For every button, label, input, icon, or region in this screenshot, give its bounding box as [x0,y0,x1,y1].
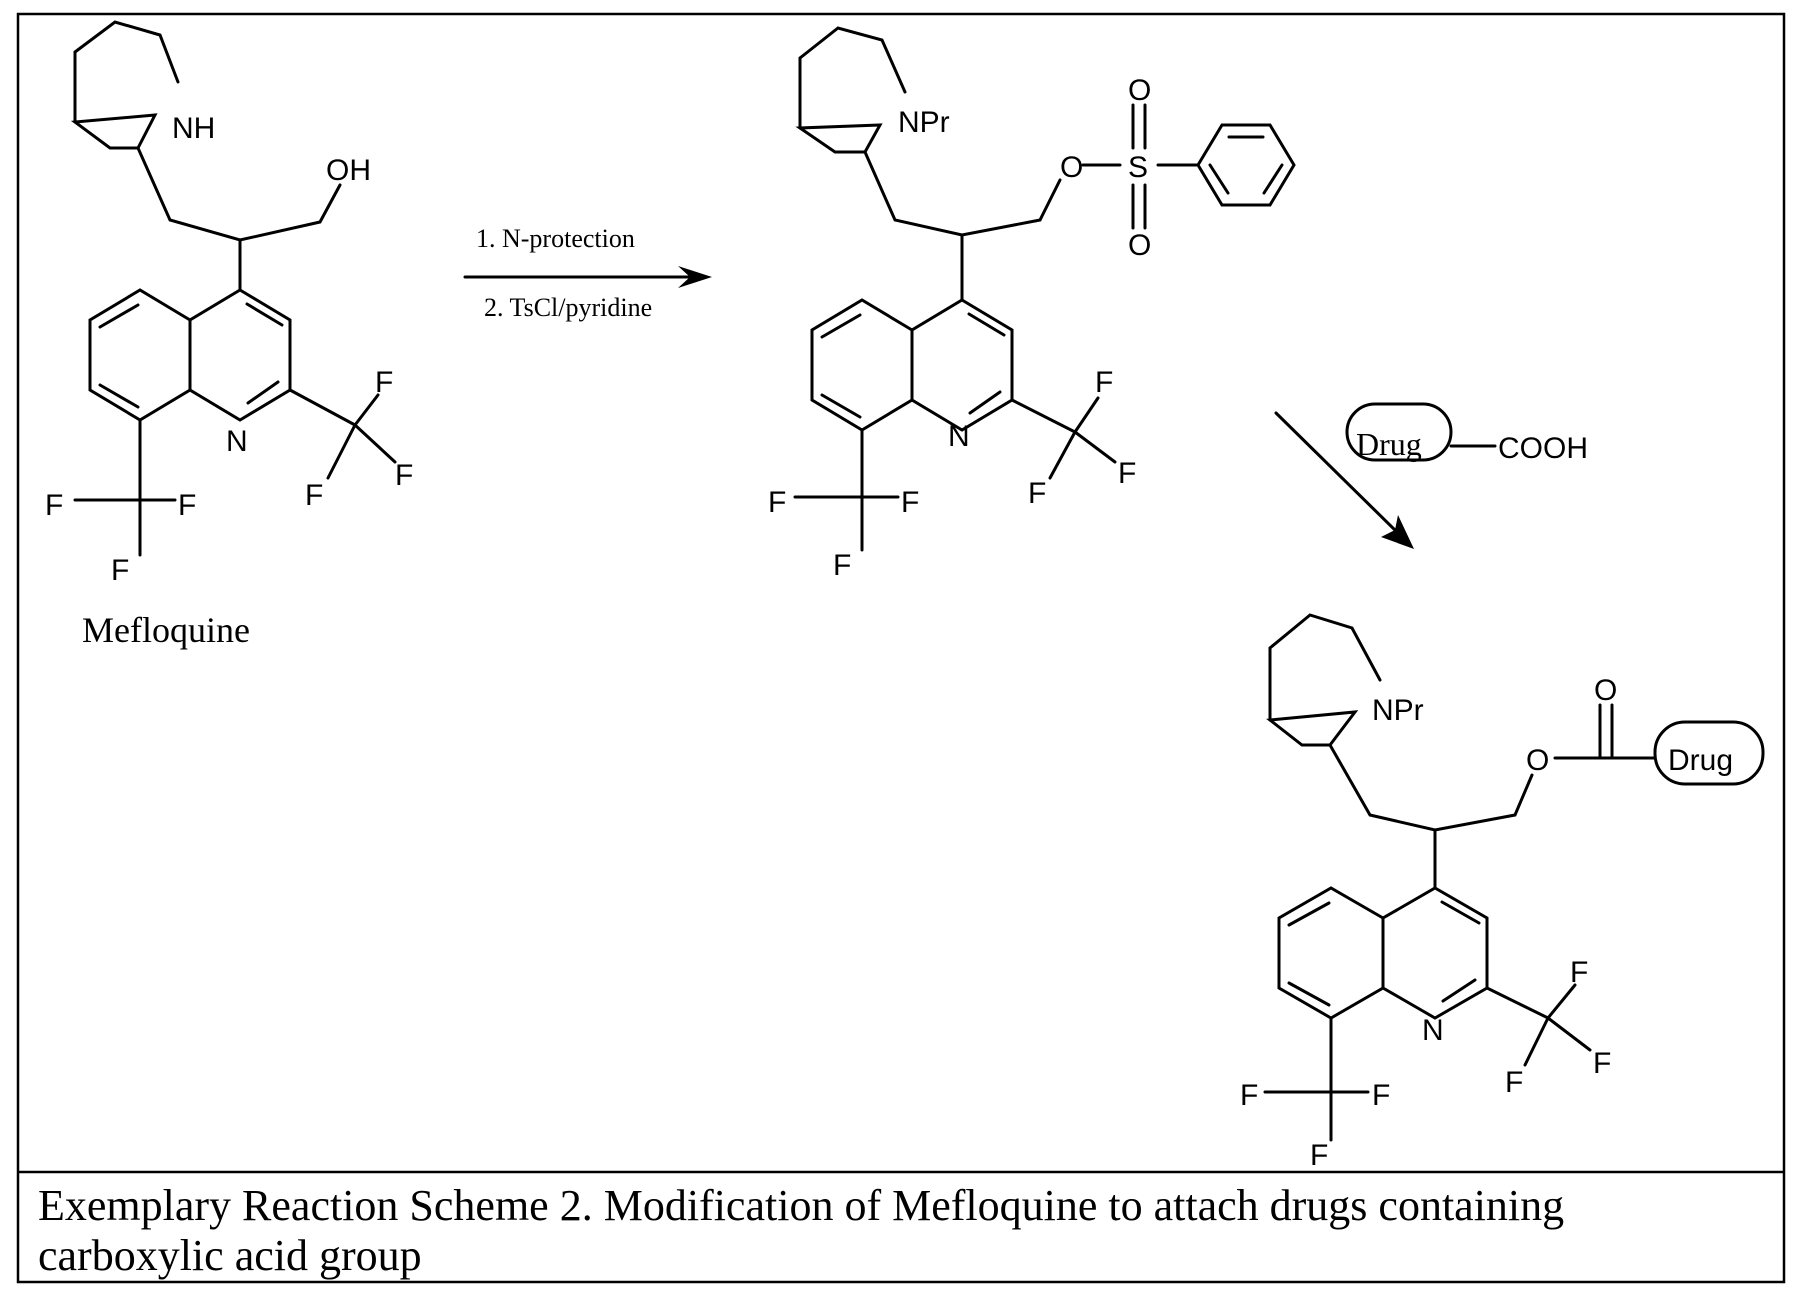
drug-acid-reagent: Drug COOH [1347,404,1588,465]
sulfonyl-o-label: O [1128,229,1151,262]
quinoline-n-label: N [226,425,248,458]
fluorine-label: F [1118,457,1136,490]
fluorine-label: F [1593,1047,1611,1080]
fluorine-label: F [111,554,129,587]
quinoline-pyridine-ring [1383,888,1487,1018]
fluorine-label: F [833,549,851,582]
fluorine-label: F [1028,477,1046,510]
fluorine-label: F [375,366,393,399]
piperidine-ring [1270,615,1380,745]
mefloquine-structure: NH OH N F F F F F F [45,22,413,587]
quinoline-benzene-ring [812,300,912,430]
npr-label: NPr [898,106,950,139]
ester-o-label: O [1526,744,1549,777]
fluorine-label: F [1095,366,1113,399]
reagent-drug-label: Drug [1356,426,1422,462]
quinoline-n-label: N [1422,1014,1444,1047]
quinoline-pyridine-ring [912,300,1012,430]
reagent-cooh-label: COOH [1498,432,1588,465]
tosylate-structure: NPr O S O O N F F F F F F [768,28,1294,582]
fluorine-label: F [395,459,413,492]
sulfonyl-o-label: O [1128,74,1151,107]
nh-label: NH [172,112,215,145]
side-chain [1330,745,1532,830]
side-chain [138,148,340,240]
oh-label: OH [326,154,371,187]
sulfur-label: S [1128,151,1148,184]
fluorine-label: F [1505,1066,1523,1099]
piperidine-ring [800,28,905,152]
condition-step-1: 1. N-protection [476,224,635,253]
fluorine-label: F [1310,1139,1328,1172]
fluorine-label: F [1372,1079,1390,1112]
quinoline-benzene-ring [90,290,190,420]
fluorine-label: F [178,489,196,522]
quinoline-pyridine-ring [190,290,290,420]
caption-line-2: carboxylic acid group [38,1231,422,1280]
side-chain [865,152,1060,235]
quinoline-benzene-ring [1279,888,1383,1018]
quinoline-n-label: N [948,420,970,453]
fluorine-label: F [901,486,919,519]
product-structure: NPr O O Drug N F F F F F F [1240,615,1763,1172]
npr-label: NPr [1372,694,1424,727]
drug-label: Drug [1668,744,1733,777]
mefloquine-name: Mefloquine [82,610,250,650]
reaction-arrow-1 [465,266,712,288]
ester-o-label: O [1060,151,1083,184]
piperidine-ring [75,22,178,148]
fluorine-label: F [1570,956,1588,989]
fluorine-label: F [768,486,786,519]
fluorine-label: F [305,479,323,512]
fluorine-label: F [1240,1079,1258,1112]
carbonyl-o-label: O [1594,674,1617,707]
condition-step-2: 2. TsCl/pyridine [484,293,652,322]
caption-line-1: Exemplary Reaction Scheme 2. Modificatio… [38,1181,1564,1230]
fluorine-label: F [45,489,63,522]
